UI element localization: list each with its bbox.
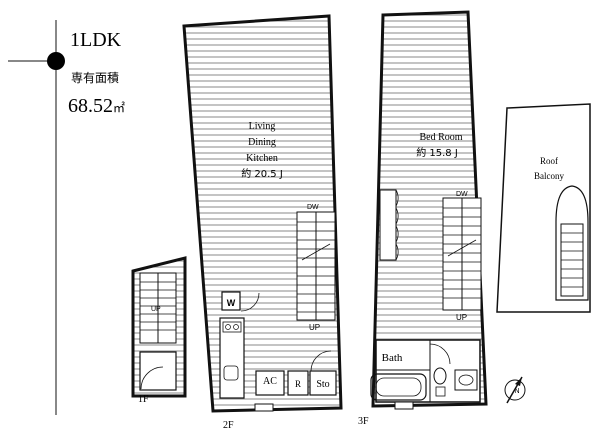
window-2f: [254, 403, 274, 412]
ac-space: [255, 370, 285, 396]
washbasin: [454, 369, 478, 391]
bath-label: Bath: [382, 352, 403, 364]
closet-3f: [379, 189, 397, 261]
bed-line-2: 約 15.8 J: [416, 146, 458, 159]
bed-line-1: Bed Room: [419, 132, 462, 143]
refrigerator-label: R: [295, 379, 301, 389]
entrance-1f: [139, 351, 177, 391]
bathtub: [370, 373, 427, 401]
roof-line-1: Roof: [540, 156, 558, 166]
floor-2f: [182, 14, 343, 413]
floor-1f: [131, 256, 187, 398]
living-line-2: Dining: [248, 137, 276, 148]
floor-3f: [370, 10, 488, 410]
roof-balcony: [496, 103, 591, 313]
living-line-4: 約 20.5 J: [241, 167, 283, 180]
area-label: 専有面積: [71, 70, 119, 85]
kitchen-sink: [223, 365, 239, 381]
living-line-1: Living: [249, 121, 276, 132]
area-number: 68.52: [68, 95, 113, 117]
floor-2f-label: 2F: [223, 420, 234, 431]
stove: [222, 321, 242, 333]
living-line-3: Kitchen: [246, 153, 278, 164]
compass: [504, 376, 526, 404]
storage-label: Sto: [316, 379, 329, 390]
bath-area: [375, 339, 481, 403]
refrigerator-space: [287, 370, 309, 396]
entrance-door-swing: [140, 366, 164, 390]
floor-3f-label: 3F: [358, 416, 369, 427]
layout-type: 1LDK: [70, 29, 122, 51]
washer-space: [221, 291, 241, 311]
washer-label: W: [227, 298, 236, 308]
floor-3f-up: UP: [456, 313, 467, 322]
floor-2f-up: UP: [309, 323, 320, 332]
floor-3f-dw: DW: [456, 191, 468, 198]
storage-space: [309, 370, 337, 396]
kitchen-counter: [219, 317, 245, 399]
floor-2f-dw: DW: [307, 204, 319, 211]
area-unit: ㎡: [113, 101, 125, 115]
area-value: 68.52㎡: [68, 95, 125, 117]
floor-1f-label: 1F: [138, 394, 149, 405]
window-3f: [394, 401, 414, 410]
toilet: [433, 367, 447, 385]
ac-label: AC: [263, 376, 277, 387]
compass-label: N: [514, 388, 519, 395]
floor-1f-up: UP: [151, 306, 161, 313]
header-dot: [47, 52, 65, 70]
roof-line-2: Balcony: [534, 171, 564, 181]
